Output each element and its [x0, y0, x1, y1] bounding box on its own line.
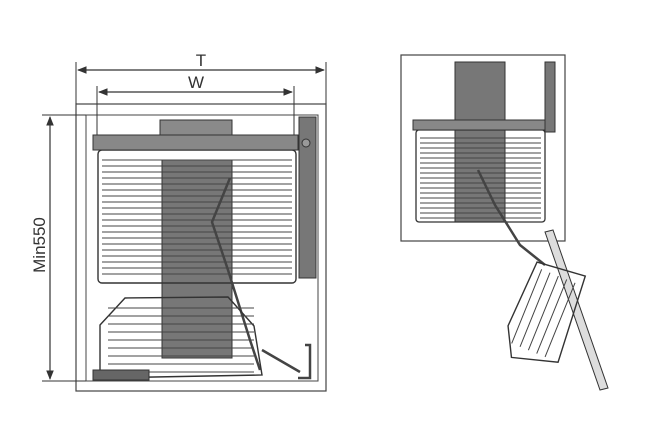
linkage-arm-open: [476, 169, 546, 266]
basket-wire: [544, 282, 576, 358]
linkage-arm: [210, 177, 262, 371]
t-dimension-label: T: [196, 51, 206, 70]
column-top-plate: [159, 119, 233, 137]
upper-basket-open: [415, 129, 546, 223]
cabinet-inner-wall: [85, 114, 319, 382]
pulled-out-basket: [507, 261, 587, 363]
basket-wire: [527, 275, 559, 351]
basket-wire: [536, 279, 568, 354]
open-view: [400, 54, 609, 391]
upper-rail-open: [412, 119, 551, 131]
central-column: [161, 159, 233, 359]
bottom-bracket: [92, 369, 150, 381]
upper-rail: [92, 134, 299, 151]
swung-door: [544, 229, 609, 391]
upper-basket: [97, 149, 297, 284]
closed-view: T W Min550: [30, 51, 327, 392]
side-panel-open: [544, 61, 556, 133]
door-panel: [298, 116, 317, 279]
basket-wire: [519, 272, 551, 348]
central-column-open: [454, 61, 506, 223]
height-dimension-label: Min550: [30, 217, 49, 273]
cabinet-outline-open: [400, 54, 566, 242]
basket-wire: [511, 269, 543, 344]
cabinet-outline: [75, 103, 327, 392]
w-dimension-label: W: [188, 73, 204, 92]
